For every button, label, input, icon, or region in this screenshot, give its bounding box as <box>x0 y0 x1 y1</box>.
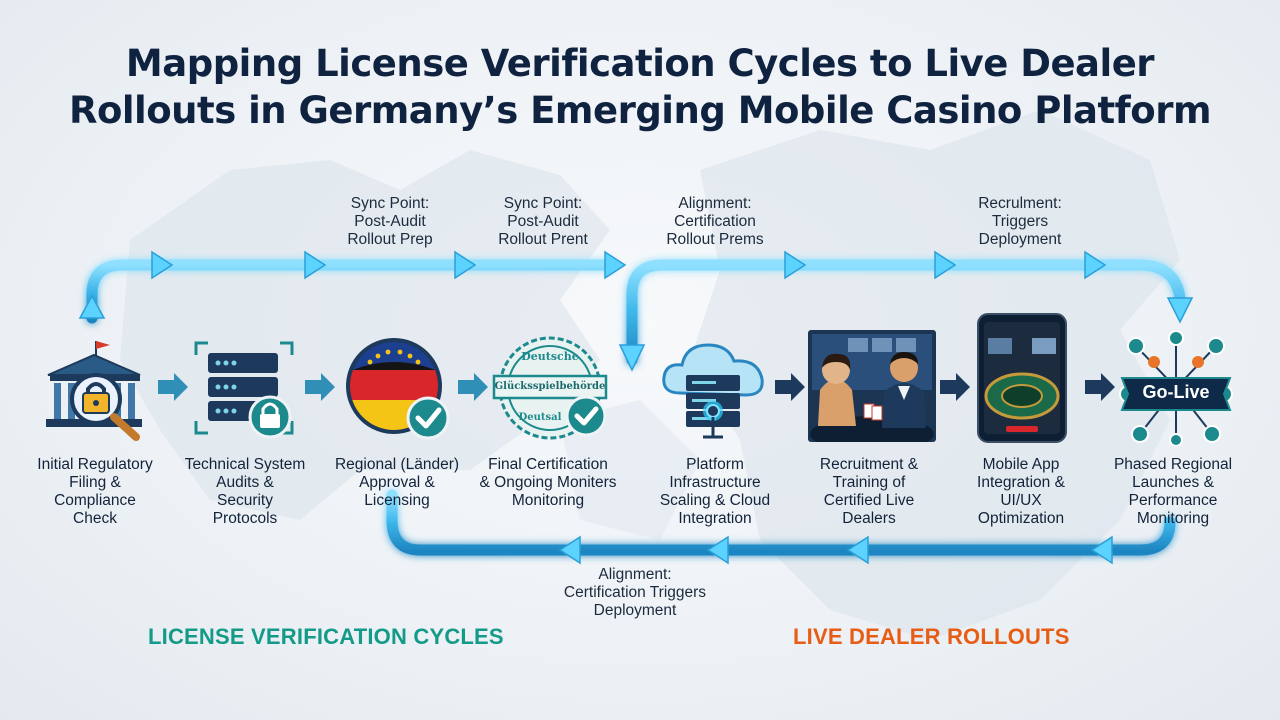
top-arrowhead-4 <box>604 250 627 280</box>
stamp-seal-shape <box>492 336 608 440</box>
stamp-bottom-text: Deutsal <box>518 412 562 423</box>
bottom-arrowhead-3 <box>706 535 729 565</box>
dealer-track-label: LIVE DEALER ROLLOUTS <box>793 624 1070 649</box>
title-line-1: Mapping License Verification Cycles to L… <box>125 42 1155 85</box>
step-label-2: Technical System Audits & Security Proto… <box>184 456 306 527</box>
go-live-network-icon: Go-Live <box>1114 330 1238 446</box>
title-line-2: Rollouts in Germany’s Emerging Mobile Ca… <box>68 89 1212 132</box>
step-label-3: Regional (Länder) Approval & Licensing <box>334 456 460 509</box>
go-live-network-shape <box>1119 330 1233 446</box>
step-label-7: Mobile App Integration & UI/UX Optimizat… <box>977 456 1065 527</box>
step-arrow-5 <box>775 373 805 401</box>
step-label-6: Recruitment & Training of Certified Live… <box>819 456 919 527</box>
server-lock-icon <box>194 341 294 439</box>
mobile-app-roulette-icon <box>977 313 1067 443</box>
german-flag-check-icon <box>346 338 450 440</box>
dealer-top-loop-arrow <box>626 259 1186 366</box>
step-arrow-6 <box>940 373 970 401</box>
government-building-lock-icon <box>46 341 142 441</box>
top-arrowhead-1 <box>151 250 174 280</box>
page-title: Mapping License Verification Cycles to L… <box>0 40 1280 134</box>
down-arrowhead-right <box>1166 297 1194 324</box>
sync-point-label-3: Alignment: Certification Rollout Prems <box>666 195 764 248</box>
step-arrow-2 <box>305 373 335 401</box>
sync-point-label-2: Sync Point: Post-Audit Rollout Prent <box>498 195 588 248</box>
license-top-loop-arrow <box>86 259 616 324</box>
sync-point-label-4: Recrulment: Triggers Deployment <box>978 195 1062 248</box>
stamp-top-text: Deutsche <box>521 350 579 363</box>
sync-point-label-1: Sync Point: Post-Audit Rollout Prep <box>347 195 433 248</box>
bottom-sync-label: Alignment: Certification Triggers Deploy… <box>563 566 707 619</box>
bottom-arrowhead-4 <box>558 535 581 565</box>
cloud-server-icon <box>662 343 764 439</box>
up-arrowhead-left <box>78 294 106 319</box>
top-arrowhead-6 <box>934 250 957 280</box>
step-label-4: Final Certification & Ongoing Moniters M… <box>479 456 617 509</box>
top-arrowhead-5 <box>784 250 807 280</box>
live-dealers-icon <box>808 330 936 442</box>
bottom-arrowhead-2 <box>846 535 869 565</box>
stamp-middle-text: Glücksspielbehörde <box>494 381 606 392</box>
step-arrow-1 <box>158 373 188 401</box>
bottom-arrowhead-1 <box>1090 535 1113 565</box>
top-arrowhead-7 <box>1084 250 1107 280</box>
license-track-label: LICENSE VERIFICATION CYCLES <box>148 624 504 649</box>
top-arrowhead-2 <box>304 250 327 280</box>
go-live-label: Go-Live <box>1142 382 1210 402</box>
step-label-8: Phased Regional Launches & Performance M… <box>1113 456 1233 527</box>
step-label-5: Platform Infrastructure Scaling & Cloud … <box>659 456 771 527</box>
certification-stamp-icon: Deutsche Glücksspielbehörde Deutsal <box>490 332 614 444</box>
step-arrow-3 <box>458 373 488 401</box>
bottom-return-arrow <box>386 489 1176 556</box>
down-arrowhead-left <box>618 344 646 372</box>
step-arrow-7 <box>1085 373 1115 401</box>
top-arrowhead-3 <box>454 250 477 280</box>
step-label-1: Initial Regulatory Filing & Compliance C… <box>37 456 153 527</box>
